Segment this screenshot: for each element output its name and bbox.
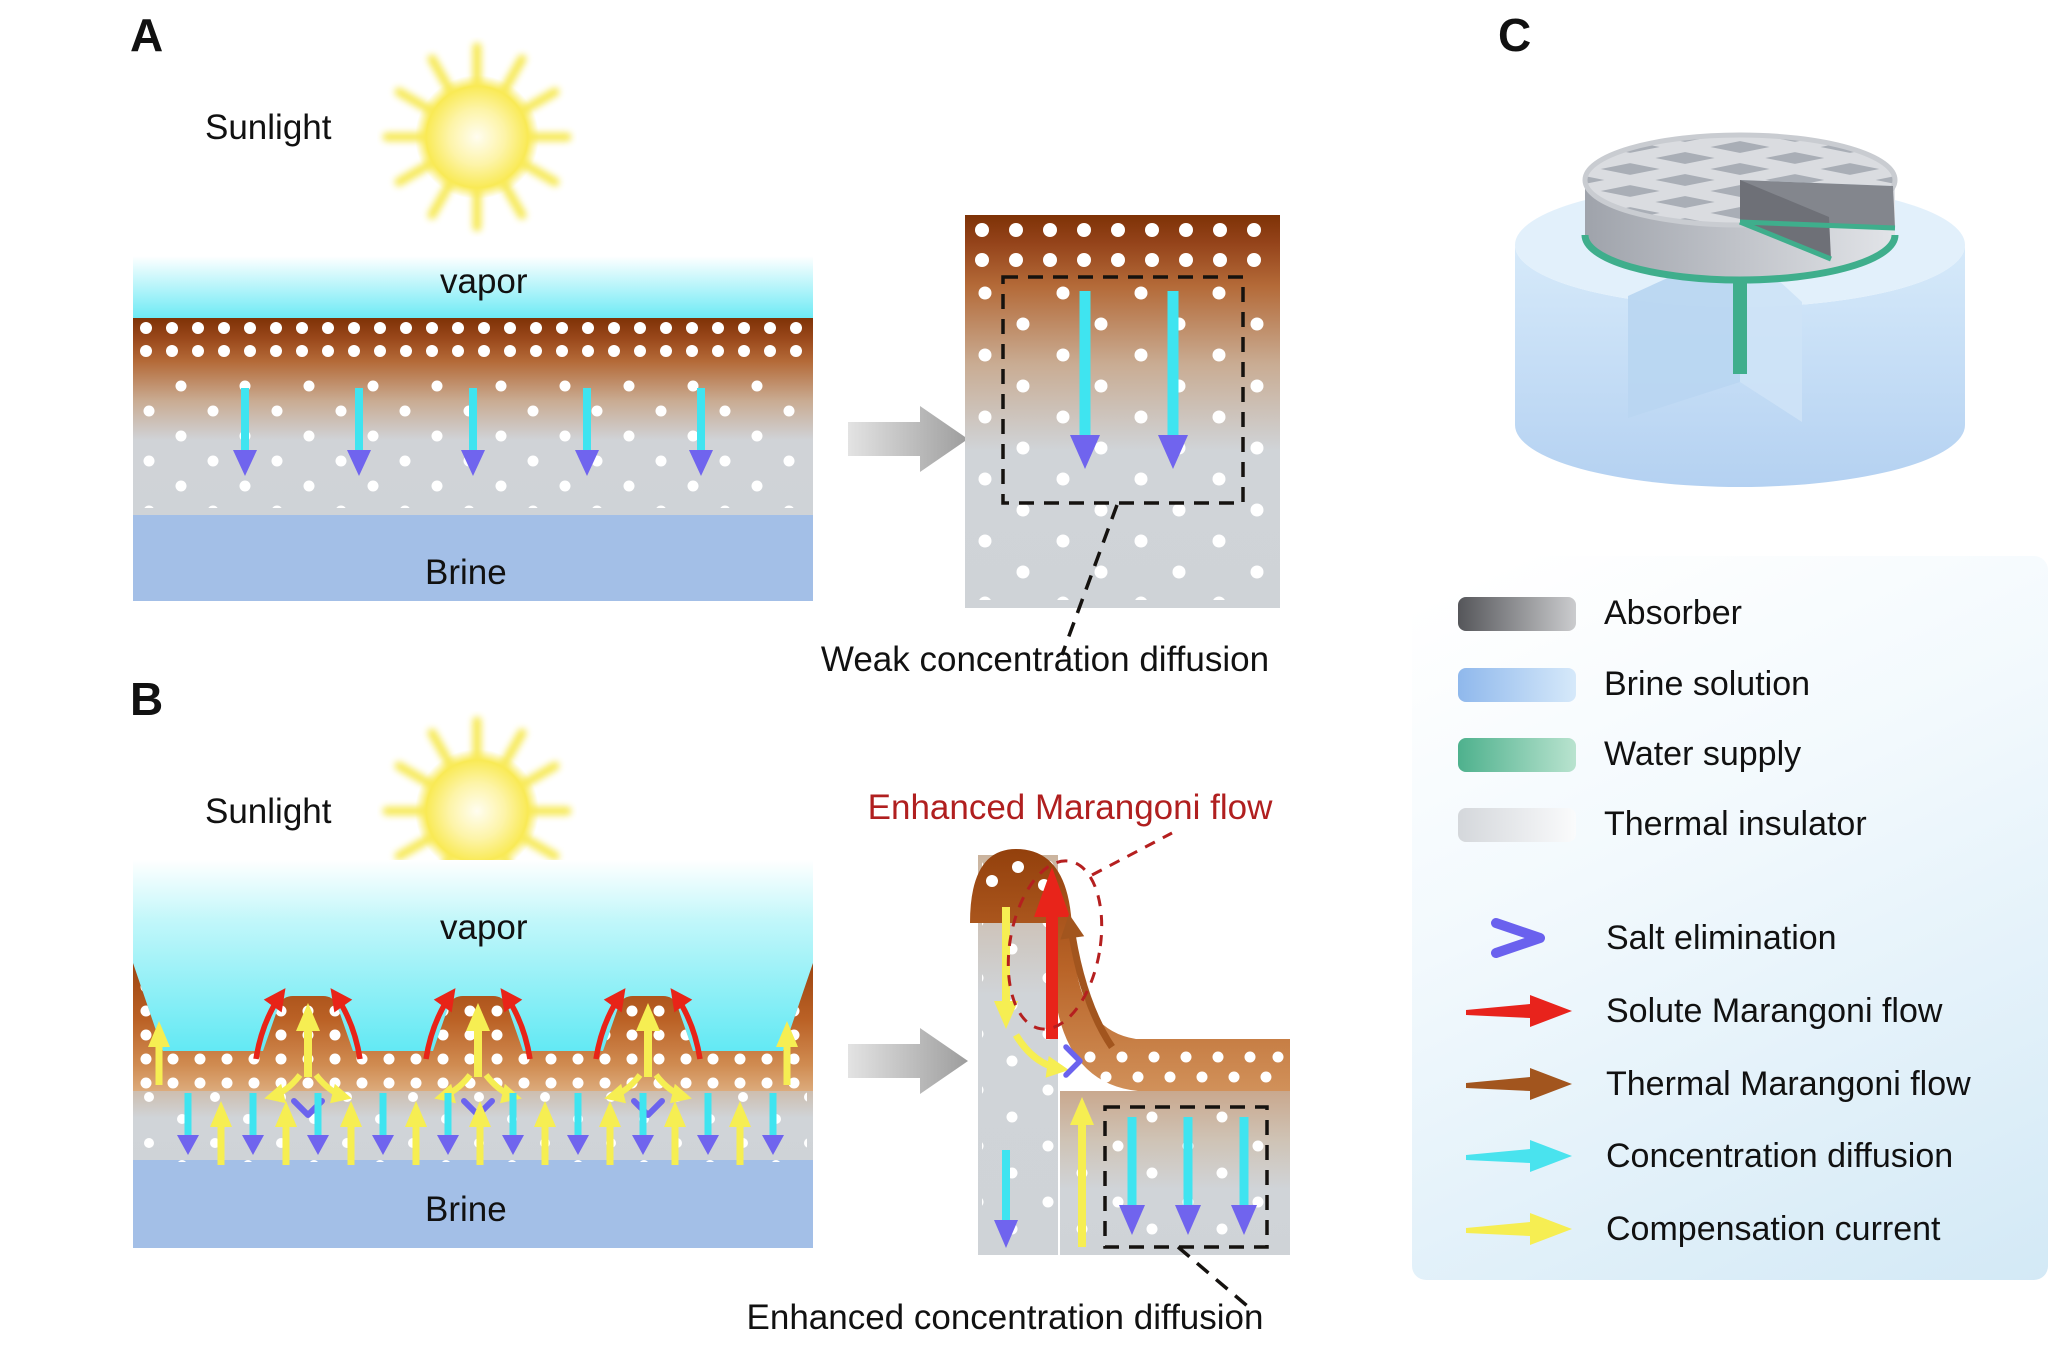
legend-label: Solute Marangoni flow	[1606, 991, 1943, 1030]
caption-b: Enhanced concentration diffusion	[746, 1298, 1264, 1337]
legend-label: Water supply	[1604, 735, 1802, 773]
compensation-arrow-icon	[1012, 1033, 1069, 1078]
panel-b-diagram	[133, 860, 813, 1248]
solute-marangoni-arrow-icon	[330, 988, 363, 1060]
sunlight-label-a: Sunlight	[205, 108, 332, 147]
device-3d-illustration	[1515, 132, 1965, 487]
panel-b-letter: B	[130, 673, 164, 725]
concentration-diffusion-arrow-icon	[1466, 1140, 1572, 1172]
water-supply-swatch	[1458, 737, 1576, 772]
absorber-swatch	[1458, 596, 1576, 631]
panel-a-letter: A	[130, 9, 164, 61]
solute-marangoni-arrow-icon	[500, 988, 533, 1060]
dense-dots	[971, 223, 1274, 281]
dense-dots	[139, 322, 807, 366]
solute-marangoni-arrow-icon	[253, 988, 286, 1060]
brine-label-b: Brine	[425, 1190, 507, 1229]
salt-elimination-chevron-icon	[1063, 1044, 1083, 1078]
brine-layer	[133, 515, 813, 601]
solute-marangoni-arrow-icon	[1466, 995, 1572, 1027]
disk-rim	[1582, 132, 1898, 228]
sun-core	[415, 75, 539, 199]
legend-row-brine-solution: Brine solution	[1458, 665, 1810, 704]
legend-label: Salt elimination	[1606, 918, 1837, 957]
legend-label: Thermal Marangoni flow	[1606, 1064, 1971, 1103]
legend-label: Absorber	[1604, 594, 1742, 632]
legend-row-salt-elimination: Salt elimination	[1458, 916, 1837, 960]
legend-label: Concentration diffusion	[1606, 1136, 1954, 1175]
water-supply-layer	[1739, 219, 1896, 231]
legend-label: Thermal insulator	[1604, 805, 1867, 843]
thermal-marangoni-arrow-icon	[1466, 1068, 1572, 1100]
sparse-dots	[982, 861, 1056, 1241]
compensation-arrow-icon	[653, 1073, 692, 1104]
panel-a-diagram	[133, 256, 813, 601]
panel-c-letter: C	[1498, 9, 1532, 61]
marangoni-callout-line	[1091, 831, 1173, 877]
panel-b-zoom	[970, 831, 1290, 1312]
sparse-dots	[971, 285, 1274, 600]
panel-a-zoom	[965, 215, 1280, 656]
compensation-arrow-icon	[434, 1073, 473, 1104]
compensation-arrow-icon	[313, 1073, 352, 1104]
water-supply-layer	[1739, 219, 1832, 262]
solute-marangoni-arrowhead	[1034, 867, 1070, 917]
roi-box	[1001, 275, 1245, 505]
disk-cut-wall	[1740, 180, 1831, 259]
brine-layer	[133, 1160, 813, 1248]
compensation-arrow-icon	[604, 1073, 643, 1104]
solute-marangoni-arrow-icon	[1046, 911, 1058, 1039]
solute-marangoni-arrow-icon	[670, 988, 703, 1060]
water-supply-layer	[1581, 234, 1899, 284]
callout-line	[1176, 1245, 1254, 1312]
sun-icon	[382, 716, 572, 906]
callout-line	[1060, 504, 1119, 656]
legend-row-compensation-current: Compensation current	[1458, 1207, 1941, 1251]
legend-row-absorber: Absorber	[1458, 594, 1742, 633]
sun-icon	[382, 42, 572, 232]
compensation-arrow-icon	[264, 1073, 303, 1104]
vapor-label-a: vapor	[440, 262, 528, 301]
salt-elimination-arrow-icon	[1491, 918, 1545, 958]
compensation-current-arrow-icon	[1466, 1213, 1572, 1245]
marangoni-annotation: Enhanced Marangoni flow	[867, 788, 1273, 827]
brine-solution-swatch	[1458, 667, 1576, 702]
legend-row-solute-marangoni: Solute Marangoni flow	[1458, 989, 1942, 1033]
caption-a: Weak concentration diffusion	[820, 640, 1270, 679]
legend-row-water-supply: Water supply	[1458, 735, 1801, 774]
zoom-arrow-icon	[848, 406, 968, 472]
vapor-label-b: vapor	[440, 908, 528, 947]
legend-row-thermal-marangoni: Thermal Marangoni flow	[1458, 1062, 1971, 1106]
legend-label: Brine solution	[1604, 665, 1811, 703]
vapor-layer	[133, 256, 813, 318]
legend-row-concentration-diffusion: Concentration diffusion	[1458, 1134, 1953, 1178]
roi-box	[1103, 1105, 1269, 1249]
legend-label: Compensation current	[1606, 1209, 1941, 1248]
salt-elimination-chevron-icon	[631, 1098, 665, 1118]
sunlight-label-b: Sunlight	[205, 792, 332, 831]
cylinder-cut-wall	[1740, 245, 1802, 422]
cylinder-cut-wall	[1628, 245, 1740, 418]
solute-marangoni-arrow-icon	[593, 988, 626, 1060]
brine-label-a: Brine	[425, 553, 507, 592]
solute-marangoni-arrow-icon	[423, 988, 456, 1060]
thermal-insulator-swatch	[1458, 807, 1576, 842]
zoom-arrow-icon	[848, 1028, 968, 1094]
legend-row-thermal-insulator: Thermal insulator	[1458, 805, 1867, 844]
sparse-dots	[1064, 1097, 1286, 1247]
sun-core	[415, 749, 539, 873]
